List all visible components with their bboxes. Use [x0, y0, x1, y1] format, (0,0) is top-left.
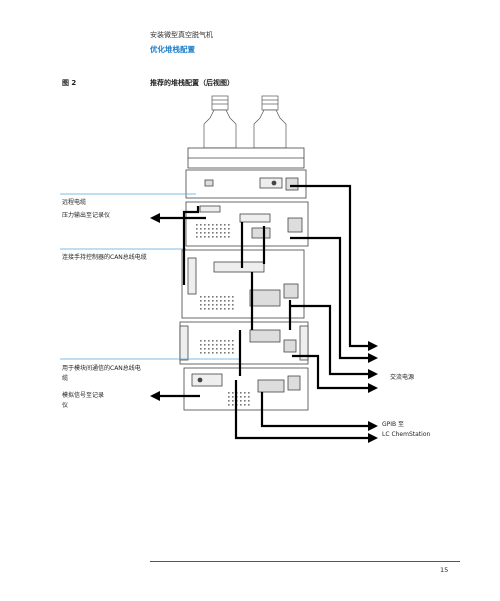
label-can-cable: 连接手持控制器的CAN总线电缆	[62, 254, 147, 261]
label-analog-signal-line2: 仪	[62, 402, 69, 409]
label-analog-signal-line1: 模拟信号至记录	[62, 392, 105, 399]
label-can-between-modules-line2: 缆	[62, 375, 69, 382]
cables	[160, 184, 368, 440]
figure-title: 推荐的堆栈配置（后视图）	[150, 79, 234, 87]
solvent-bottle-right	[253, 95, 287, 149]
module-detector	[183, 367, 309, 411]
label-can-between-modules-line1: 用于模块间通信的CAN总线电	[62, 365, 141, 372]
solvent-cabinet	[187, 147, 305, 169]
arrowheads	[150, 213, 378, 443]
module-pump	[185, 201, 309, 247]
module-degasser	[185, 169, 307, 199]
label-ac-power: 交流电源	[390, 374, 415, 381]
solvent-bottle-left	[203, 95, 237, 149]
module-autosampler	[181, 249, 305, 319]
figure-label: 图 2	[62, 79, 77, 87]
module-column-compartment	[179, 321, 309, 365]
page-number: 15	[440, 566, 449, 574]
leader-lines	[60, 193, 240, 360]
label-remote-cable: 远程电缆	[62, 199, 87, 206]
label-pressure-output: 压力输出至记录仪	[62, 212, 111, 219]
label-gpib-line2: LC ChemStation	[382, 431, 431, 438]
document-header-title: 安装微型真空脱气机	[150, 31, 213, 39]
label-gpib-line1: GPIB 至	[382, 421, 405, 428]
footer-rule	[150, 561, 460, 562]
section-title: 优化堆栈配置	[150, 45, 195, 54]
